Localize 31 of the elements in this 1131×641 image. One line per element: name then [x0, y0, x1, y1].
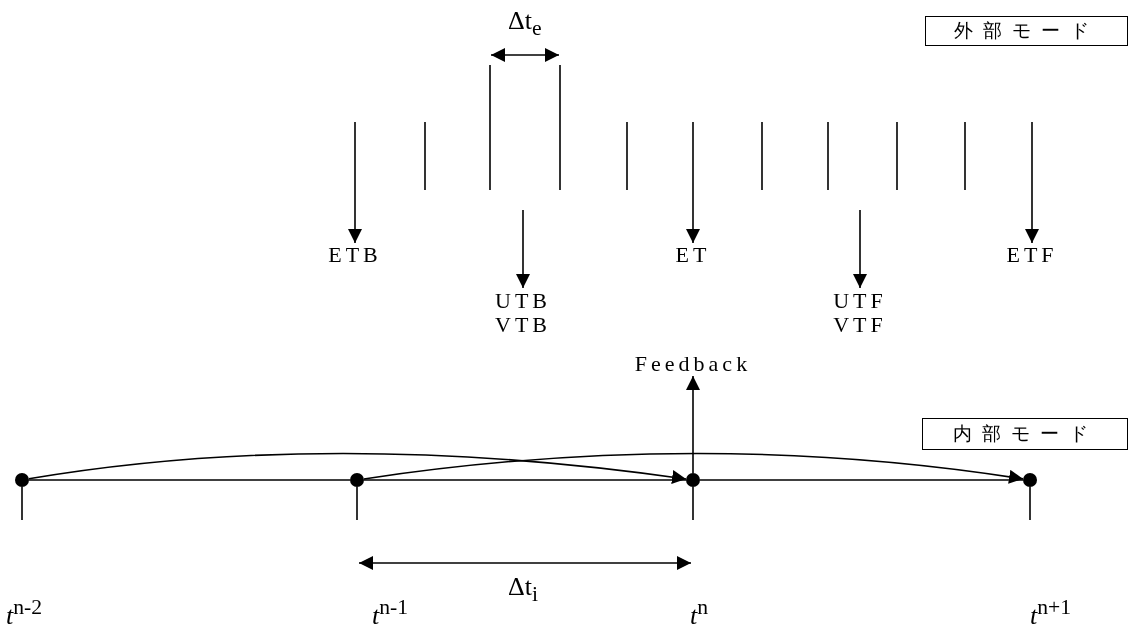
arrow	[853, 209, 867, 289]
timepoint-dot	[350, 473, 364, 487]
time-label: t$^{n}$	[690, 594, 709, 631]
arrow	[686, 121, 700, 244]
timepoint-dot	[15, 473, 29, 487]
timeline-segment	[28, 479, 351, 481]
signal-label: Feedback	[612, 352, 774, 376]
timeline-segment	[363, 479, 687, 481]
timepoint-dot	[1023, 473, 1037, 487]
time-label: t$^{n+1}$	[1030, 594, 1072, 631]
signal-label: ETB	[318, 243, 392, 267]
signal-label: VTB	[495, 313, 551, 337]
arrow	[1025, 121, 1039, 244]
curved-arrow	[28, 452, 687, 485]
timepoint-dot	[686, 473, 700, 487]
dimension-label: Δt$_{i}$	[508, 572, 538, 609]
arrow	[686, 375, 700, 474]
signal-label: UTB	[495, 289, 551, 313]
arrow	[348, 121, 362, 244]
curved-arrow	[363, 452, 1024, 484]
signal-label: UTF	[833, 289, 887, 313]
mode-label-box: 外部モード	[925, 16, 1128, 46]
dimension-label: Δt$_{e}$	[508, 6, 542, 43]
signal-label: ETF	[993, 243, 1071, 267]
arrow	[516, 209, 530, 289]
time-label: t$^{n-2}$	[6, 594, 43, 631]
timeline-segment	[699, 479, 1024, 481]
time-label: t$^{n-1}$	[372, 594, 409, 631]
signal-label: VTF	[833, 313, 887, 337]
mode-label-box: 内部モード	[922, 418, 1128, 450]
signal-label: ET	[656, 243, 730, 267]
